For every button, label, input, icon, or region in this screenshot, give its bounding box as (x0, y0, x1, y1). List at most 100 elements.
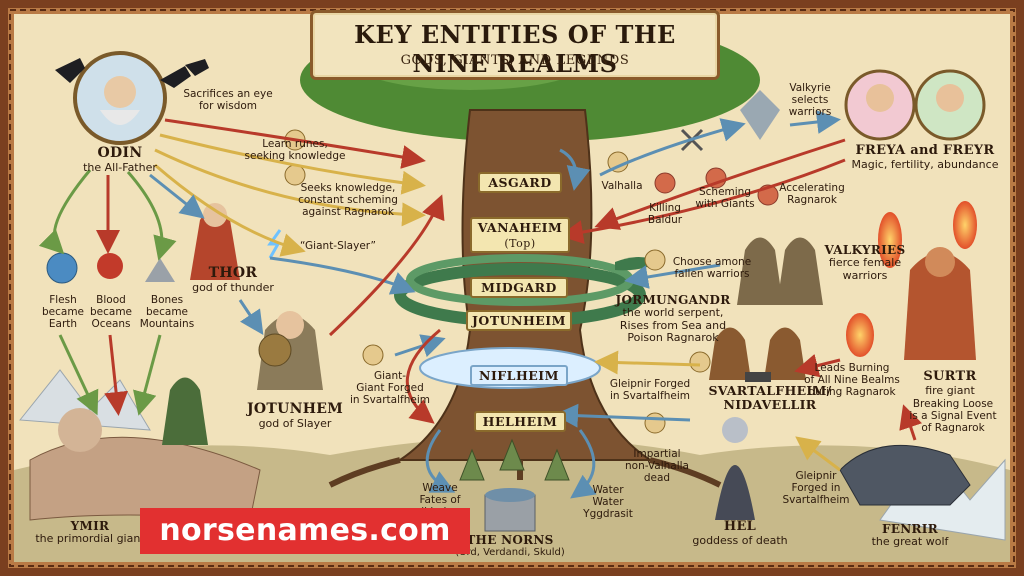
valkyrie-flying-figure (740, 90, 780, 140)
thor-sub: god of thunder (192, 280, 274, 294)
dwarves-figure (709, 327, 806, 380)
note-sacrifices: Sacrifices an eye for wisdom (183, 88, 273, 113)
arrow (570, 429, 597, 499)
realm-vanaheim: VANAHEIM (Top) (470, 217, 570, 253)
raven-icon (185, 59, 209, 76)
rune-icon (705, 167, 727, 189)
arrow (58, 334, 99, 416)
note-valhalla: Valhalla (601, 180, 643, 192)
odin-name: ODIN (97, 145, 143, 161)
valkyries-name: VALKYRIES (824, 243, 906, 257)
note-gleipnir-2: Gleipnir Forged in Svartalfheim (782, 470, 850, 507)
warrior-figure (162, 377, 208, 445)
note-seeks: Seeks knowledge, constant scheming again… (298, 182, 398, 219)
note-valkyrie-selects: Valkyrie selects warriors (788, 82, 832, 119)
norns-figure (459, 438, 570, 481)
arrow (164, 118, 426, 169)
title-banner: KEY ENTITIES OF THE NINE REALMS GODS, GI… (310, 10, 720, 80)
valkyries-figure (737, 237, 823, 305)
arrow (594, 138, 846, 230)
arrow (104, 334, 129, 416)
lightning-icon (267, 229, 282, 259)
realm-helheim: HELHEIM (474, 411, 566, 432)
norns-name: THE NORNS (466, 533, 554, 547)
fire-icon (878, 212, 902, 268)
mountain-icon (145, 258, 175, 282)
anvil-icon (745, 372, 771, 382)
thor-figure (190, 207, 240, 280)
note-giant-slayer: “Giant-Slayer” (299, 240, 376, 252)
note-runes: Learn runes, seeking knowledge (244, 138, 346, 163)
arrow (154, 148, 426, 227)
arrow (554, 403, 691, 428)
odin-sub: the All-Father (83, 160, 157, 174)
note-flesh: Flesh became Earth (41, 294, 85, 331)
note-blood: Blood became Oceans (89, 294, 133, 331)
hel-figure (715, 465, 755, 520)
arrow (38, 169, 92, 255)
realm-jotunheim: JOTUNHEIM (466, 310, 572, 331)
arrow (795, 436, 841, 472)
realm-niflheim: NIFLHEIM (470, 365, 568, 386)
jormungandr-sub: the world serpent, Rises from Sea and Po… (619, 306, 727, 345)
arrow (394, 334, 446, 358)
arrow (599, 118, 746, 177)
hel-name: HEL (723, 519, 757, 534)
note-choose: Choose amone fallen warriors (672, 256, 752, 281)
note-giant-forged: Giant- Giant Forged in Svartalfheim (350, 370, 430, 407)
fenrir-figure (839, 444, 971, 506)
thor-name: THOR (208, 265, 258, 281)
realm-vanaheim-label: VANAHEIM (477, 220, 563, 235)
note-gleipnir-1: Gleipnir Forged in Svartalfheim (609, 378, 691, 403)
note-leads: Leads Burning of All Nine Bealms during … (804, 362, 900, 399)
arrow (789, 110, 841, 134)
arrow (238, 299, 264, 335)
note-killing: Killing Baldur (647, 202, 683, 227)
note-water: Water Water Yggdrasit (583, 484, 633, 521)
arrow (794, 353, 841, 378)
raven-icon (160, 66, 191, 88)
valkyries-sub: fierce female warriors (828, 256, 902, 282)
arrow (425, 429, 456, 493)
rune-icon (362, 344, 384, 366)
realm-vanaheim-note: (Top) (504, 237, 536, 250)
blood-icon (97, 253, 123, 279)
arrow (269, 256, 416, 295)
raven-icon (55, 58, 85, 83)
label-svartalfheim: SVARTALFHEIM/ NIDAVELLIR (700, 384, 840, 412)
fire-icon (846, 313, 874, 357)
label-ymir: YMIR the primordial giant (20, 519, 160, 546)
page-subtitle: GODS, GIANTS, AND LEGENDS (400, 53, 630, 68)
label-fenrir: FENRIR the great wolf (850, 522, 970, 549)
page-title: KEY ENTITIES OF THE NINE REALMS (354, 20, 676, 78)
note-accelerating: Accelerating Ragnarok (779, 182, 845, 207)
fenrir-sub: the great wolf (871, 535, 949, 549)
site-watermark: norsenames.com (140, 508, 470, 554)
surtr-figure (904, 252, 976, 360)
arrow (159, 133, 426, 195)
label-valkyries: VALKYRIES fierce female warriors (815, 243, 915, 282)
surtr-sub: fire giant (925, 383, 975, 397)
jormungandr-name: JORMUNGANDR (615, 293, 731, 307)
fenrir-name: FENRIR (882, 522, 938, 536)
label-jormungandr: JORMUNGANDR the world serpent, Rises fro… (608, 293, 738, 345)
arrow (126, 171, 177, 261)
rune-icon (689, 351, 711, 373)
arrow (559, 148, 591, 191)
label-norns: THE NORNS (Urd, Verdandi, Skuld) (430, 533, 590, 559)
earth-icon (46, 252, 78, 284)
ymir-name: YMIR (70, 519, 110, 533)
ymir-sub: the primordial giant (35, 532, 145, 546)
rune-icon (654, 172, 676, 194)
label-surtr: SURTR fire giant (905, 369, 995, 397)
realm-midgard: MIDGARD (470, 277, 568, 298)
note-breaking: Breaking Loose is a Signal Event of Ragn… (909, 398, 997, 435)
arrow (405, 328, 441, 424)
arrow (133, 334, 162, 416)
arrow (149, 173, 205, 219)
arrow (154, 163, 306, 257)
arrow (328, 194, 445, 337)
realm-asgard: ASGARD (478, 172, 562, 193)
label-thor: THOR god of thunder (178, 265, 288, 294)
